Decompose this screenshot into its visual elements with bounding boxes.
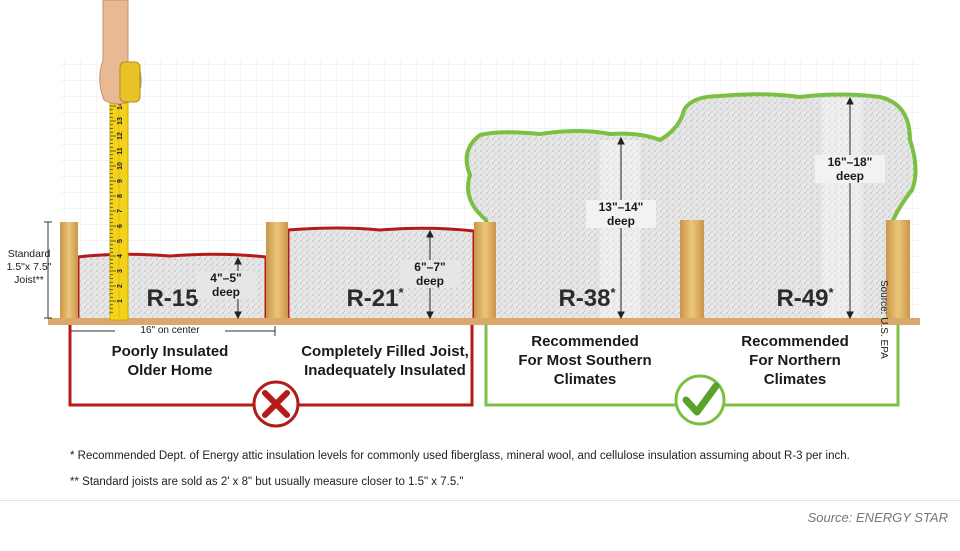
hand-icon — [99, 0, 142, 105]
caption-line: Poorly Insulated — [111, 343, 229, 360]
caption-line: For Most Southern — [518, 352, 652, 369]
floor-beam — [48, 318, 920, 325]
depth-value: 16"–18" — [815, 155, 885, 169]
caption-line: For Northern — [749, 352, 841, 369]
depth-word: deep — [400, 274, 460, 288]
joist — [680, 220, 704, 320]
caption-line: Older Home — [127, 362, 213, 379]
r-value-r21: R-21* — [346, 285, 404, 312]
insulation-r21 — [286, 226, 476, 322]
r-value-r49: R-49* — [776, 285, 834, 312]
standard-joist-line: Joist** — [14, 274, 44, 286]
caption-r21: Completely Filled Joist, Inadequately In… — [290, 342, 480, 380]
tape-number: 14 — [117, 102, 124, 110]
standard-joist-line: 1.5"x 7.5" — [6, 261, 52, 273]
tape-number: 7 — [117, 209, 124, 213]
divider — [0, 500, 960, 501]
tape-number: 6 — [117, 224, 124, 228]
depth-label-r49: 16"–18" deep — [815, 155, 885, 183]
depth-label-r21: 6"–7" deep — [400, 260, 460, 288]
joist — [266, 222, 288, 320]
caption-line: Inadequately Insulated — [304, 362, 466, 379]
depth-word: deep — [586, 214, 656, 228]
source-credit: Source: ENERGY STAR — [807, 510, 948, 525]
depth-value: 13"–14" — [586, 200, 656, 214]
caption-line: Recommended — [531, 333, 639, 350]
caption-r38: Recommended For Most Southern Climates — [500, 332, 670, 389]
joist — [474, 222, 496, 320]
highlight-stripe — [822, 98, 862, 320]
vertical-source-label: Source: U.S. EPA — [878, 280, 889, 359]
tape-number: 5 — [117, 239, 124, 243]
depth-value: 6"–7" — [400, 260, 460, 274]
tape-number: 4 — [117, 254, 124, 258]
depth-value: 4"–5" — [196, 271, 256, 285]
tape-number: 2 — [117, 284, 124, 288]
depth-word: deep — [815, 169, 885, 183]
joist — [60, 222, 78, 320]
tape-number: 3 — [117, 269, 124, 273]
spacing-label: 16" on center — [115, 325, 225, 336]
r-value-r38: R-38* — [558, 285, 616, 312]
caption-r15: Poorly Insulated Older Home — [80, 342, 260, 380]
tape-number: 10 — [117, 162, 124, 170]
tape-number: 8 — [117, 194, 124, 198]
tape-number: 13 — [117, 117, 124, 125]
caption-line: Completely Filled Joist, — [301, 343, 469, 360]
highlight-stripe — [600, 140, 640, 320]
standard-joist-label: Standard 1.5"x 7.5" Joist** — [2, 248, 56, 287]
caption-line: Climates — [553, 371, 617, 388]
depth-word: deep — [196, 285, 256, 299]
standard-joist-line: Standard — [7, 248, 51, 260]
caption-r49: Recommended For Northern Climates — [710, 332, 880, 389]
depth-label-r15: 4"–5" deep — [196, 271, 256, 299]
tape-number: 12 — [117, 132, 124, 140]
caption-line: Climates — [763, 371, 827, 388]
tape-number: 1 — [117, 299, 124, 303]
footnote-2: ** Standard joists are sold as 2' x 8" b… — [70, 476, 464, 488]
depth-label-r38: 13"–14" deep — [586, 200, 656, 228]
x-mark-icon — [252, 380, 300, 428]
insulation-r38-r49 — [464, 92, 918, 322]
joist — [886, 220, 910, 320]
check-mark-icon — [674, 374, 726, 426]
caption-line: Recommended — [741, 333, 849, 350]
depth-arrows — [234, 96, 854, 320]
tape-number: 9 — [117, 179, 124, 183]
footnote-1: * Recommended Dept. of Energy attic insu… — [70, 450, 850, 462]
tape-number: 11 — [117, 147, 124, 155]
